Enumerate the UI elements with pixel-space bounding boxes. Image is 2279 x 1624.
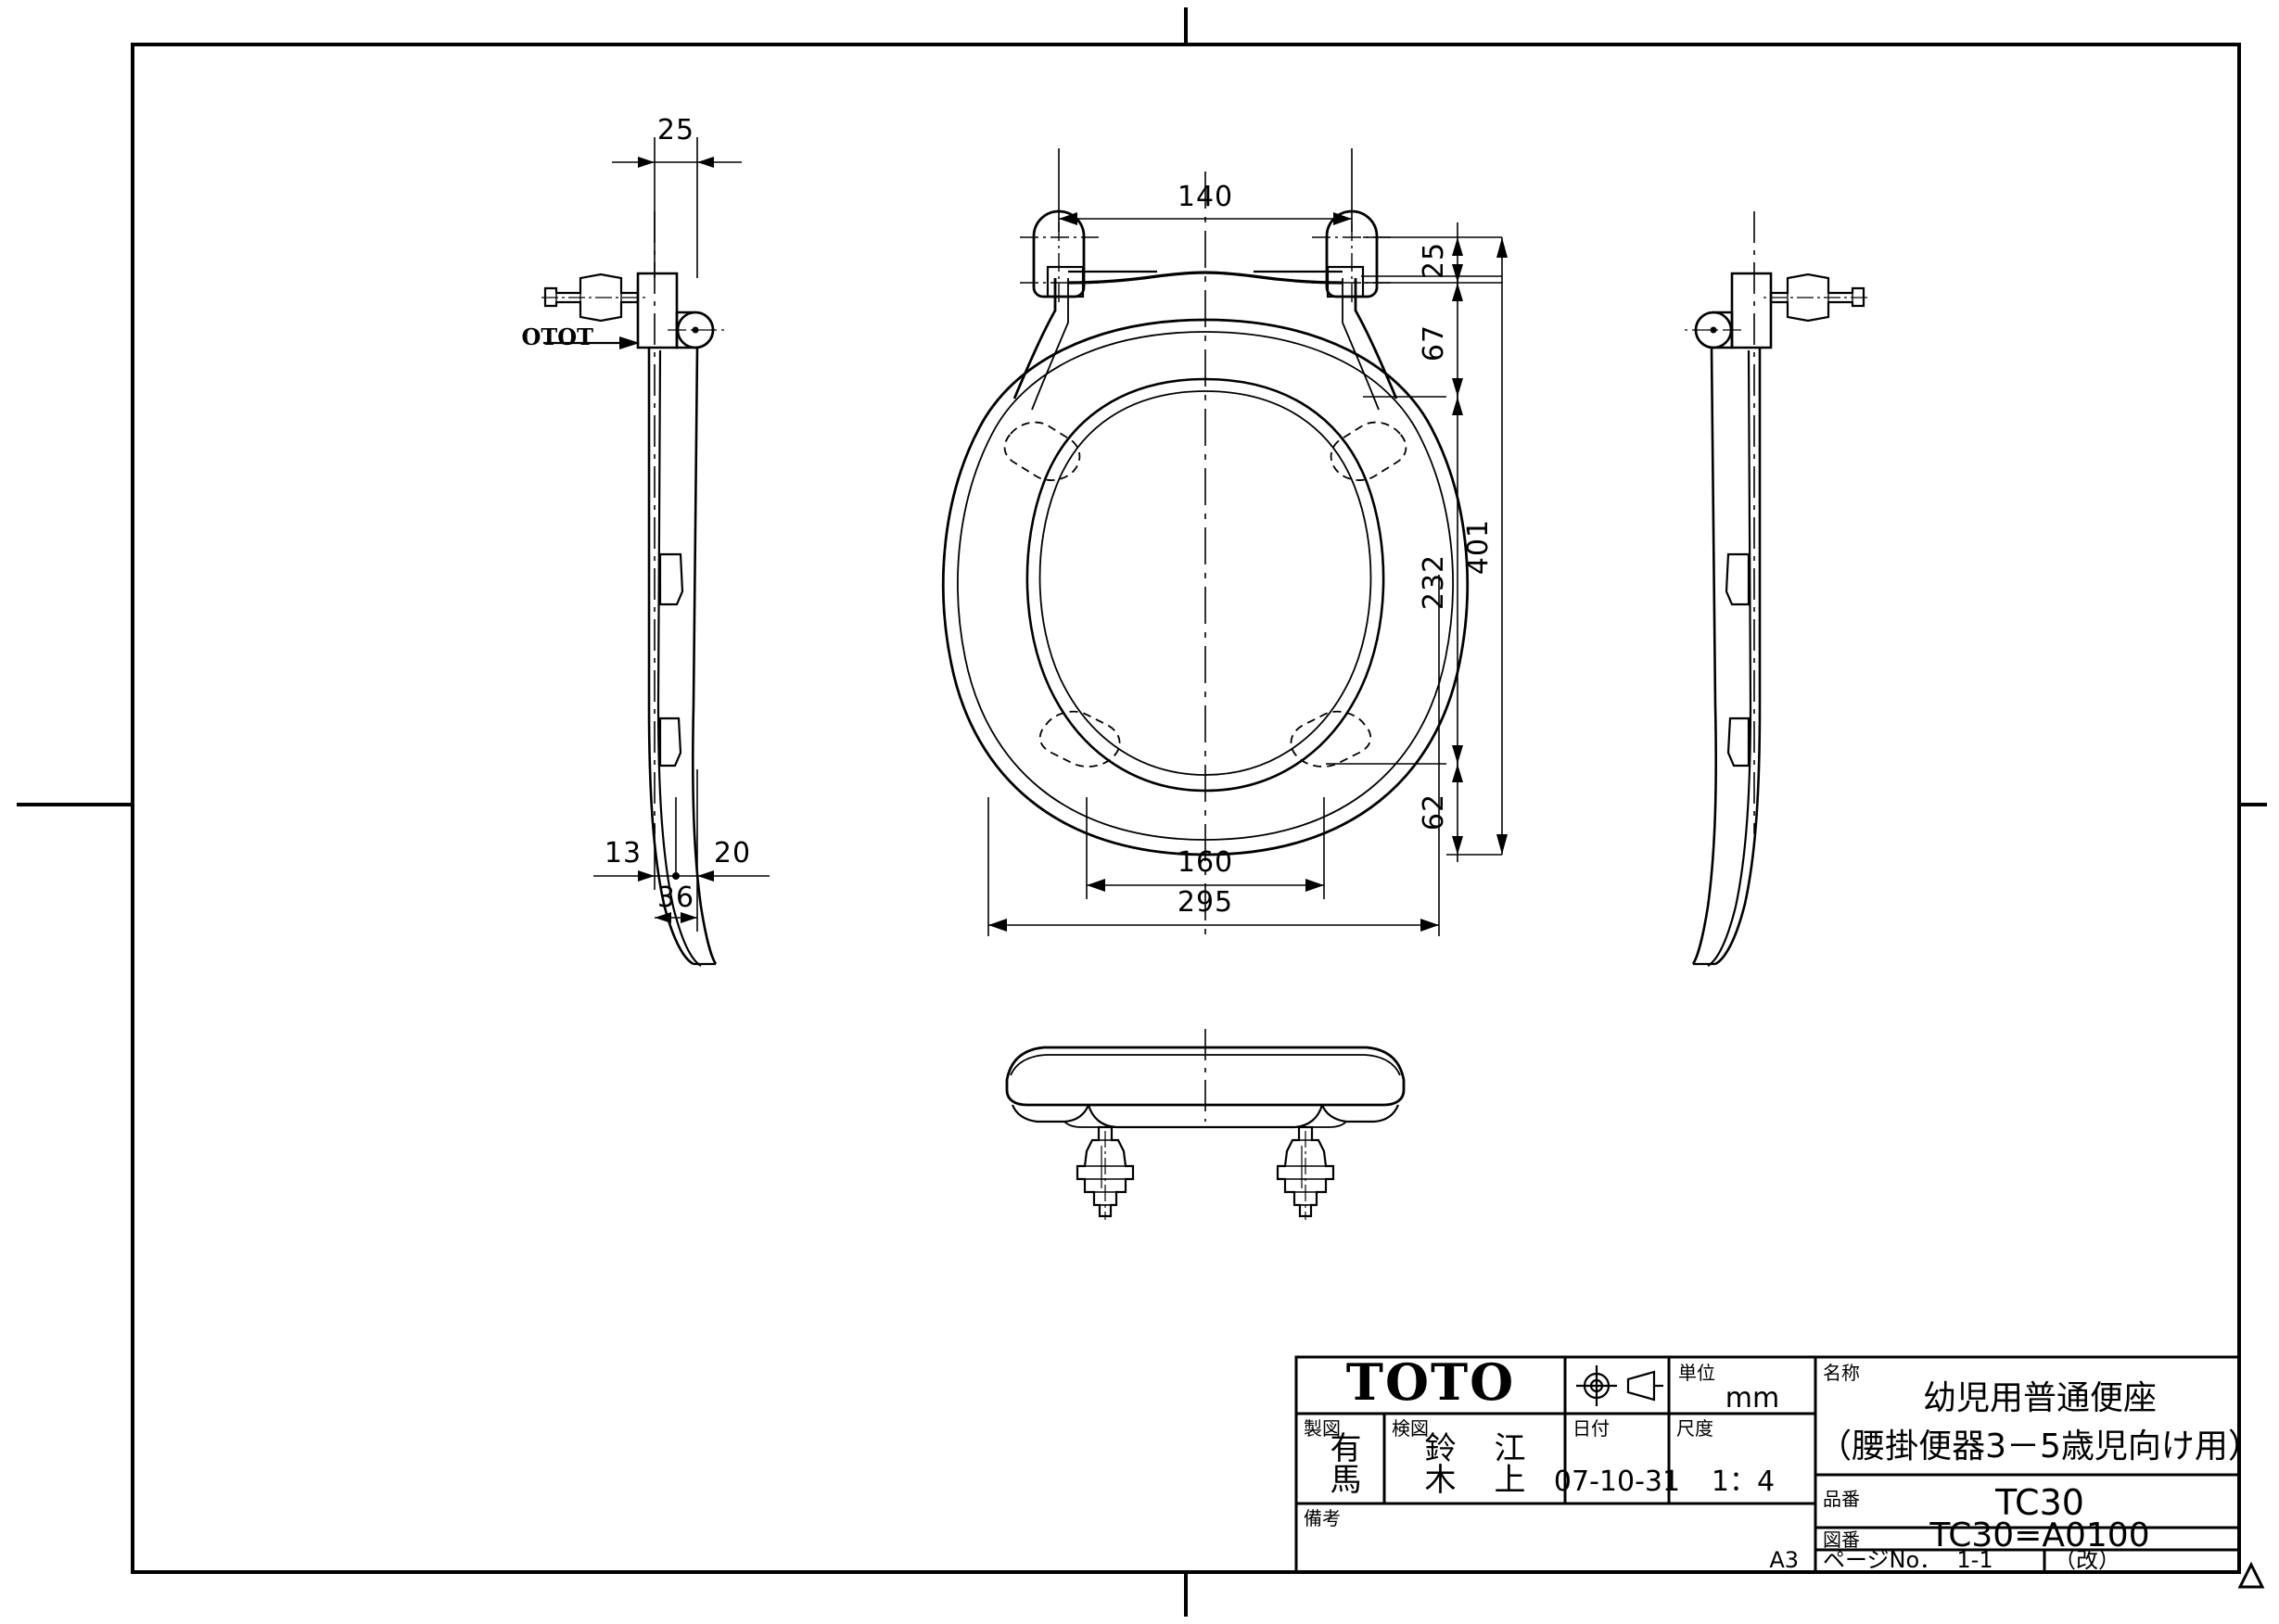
top-view-dim-160 xyxy=(1086,797,1325,899)
part-no-value: TC30 xyxy=(1994,1482,2084,1523)
toto-mirrored-mark: TOTO xyxy=(521,324,593,350)
top-view-dim-25-label: 25 xyxy=(1418,242,1450,279)
top-view-dim-140 xyxy=(1058,148,1353,232)
top-view-dim-62-label: 62 xyxy=(1418,793,1450,831)
checker-label: 検図 xyxy=(1392,1417,1429,1440)
left-side-view xyxy=(541,211,727,967)
left-view-dim-25 xyxy=(612,137,742,278)
top-plan-view xyxy=(941,171,1470,936)
left-view-dim-13-label: 13 xyxy=(605,837,642,869)
left-view-dim-20-label: 20 xyxy=(714,837,751,869)
scale-value: 1：4 xyxy=(1712,1465,1775,1498)
name-value-line2: （腰掛便器3－5歳児向け用） xyxy=(1818,1427,2261,1465)
top-view-dim-140-label: 140 xyxy=(1178,181,1233,213)
scale-label: 尺度 xyxy=(1676,1417,1713,1440)
right-side-view xyxy=(1682,211,1867,967)
top-view-dim-401-label: 401 xyxy=(1462,519,1495,575)
drawing-no-label: 図番 xyxy=(1823,1529,1860,1551)
left-view-dim-25-label: 25 xyxy=(657,114,694,146)
front-elevation-view xyxy=(1005,1029,1406,1220)
paper-size-label: A3 xyxy=(1769,1547,1799,1573)
revision-triangle-icon xyxy=(2237,1561,2265,1589)
top-view-vertical-extensions xyxy=(1326,236,1502,856)
title-block xyxy=(1294,1355,2241,1574)
page-label: ページNo． xyxy=(1823,1547,1942,1573)
left-view-dim-36-label: 36 xyxy=(657,882,694,914)
name-label: 名称 xyxy=(1823,1362,1860,1384)
top-view-dim-232-label: 232 xyxy=(1418,554,1450,610)
unit-label: 単位 xyxy=(1678,1362,1715,1384)
date-value: 07-10-31 xyxy=(1554,1465,1680,1498)
drafter-label: 製図 xyxy=(1304,1417,1341,1440)
first-angle-projection-symbol xyxy=(1576,1365,1663,1406)
top-view-dim-62 xyxy=(1452,758,1463,862)
centering-marks xyxy=(17,7,2267,1617)
drafter-value-char1: 有馬 xyxy=(1324,1431,1361,1494)
checker-value-1: 鈴木 xyxy=(1419,1431,1456,1494)
date-label: 日付 xyxy=(1572,1417,1610,1440)
top-view-dim-295 xyxy=(987,575,1440,936)
checker-value-2: 江上 xyxy=(1488,1431,1525,1494)
toto-brand-logo: TOTO xyxy=(1346,1352,1515,1412)
page-value: 1-1 xyxy=(1956,1547,1993,1573)
top-view-dim-67-label: 67 xyxy=(1418,324,1450,362)
drawing-no-value: TC30=A0100 xyxy=(1929,1516,2149,1554)
top-view-dim-401 xyxy=(1496,237,1508,855)
top-view-dim-67 xyxy=(1452,278,1463,408)
part-no-label: 品番 xyxy=(1823,1488,1860,1510)
name-value-line1: 幼児用普通便座 xyxy=(1923,1379,2157,1417)
top-view-dim-232 xyxy=(1452,389,1463,774)
top-view-dim-160-label: 160 xyxy=(1178,846,1233,879)
left-view-dims-bottom xyxy=(593,769,770,932)
toto-mirrored-text: TOTO xyxy=(521,324,593,350)
top-view-dim-295-label: 295 xyxy=(1178,886,1233,919)
unit-value: mm xyxy=(1725,1382,1779,1415)
remarks-label: 備考 xyxy=(1304,1507,1341,1529)
revision-label: （改） xyxy=(2054,1547,2120,1573)
